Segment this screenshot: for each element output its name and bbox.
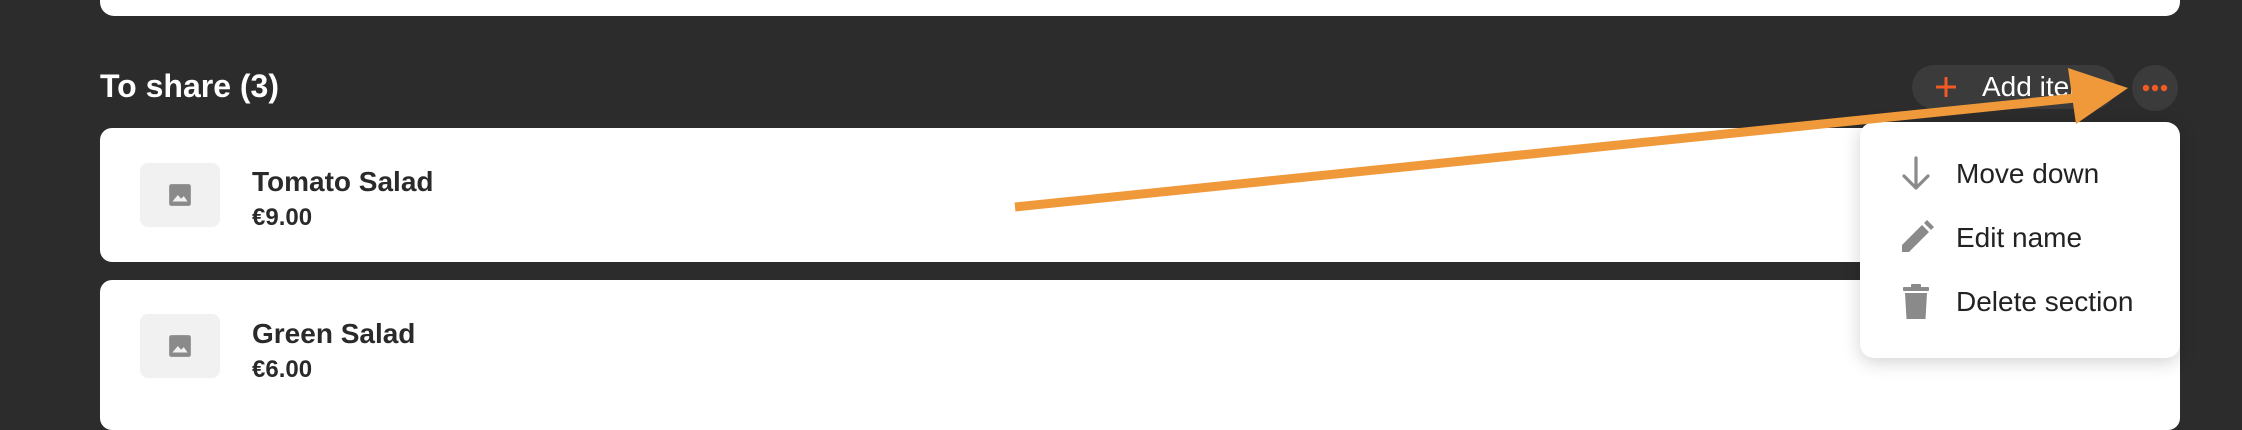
menu-item-move-down[interactable]: Move down <box>1860 146 2180 202</box>
item-price: €6.00 <box>252 356 313 383</box>
trash-icon <box>1896 282 1936 322</box>
menu-item-edit-name[interactable]: Edit name <box>1860 210 2180 266</box>
arrow-down-icon <box>1896 154 1936 194</box>
previous-section-card <box>100 0 2180 16</box>
list-item[interactable]: Tomato Salad €9.00 <box>100 128 2180 262</box>
pencil-icon <box>1896 218 1936 258</box>
item-thumbnail <box>140 314 220 378</box>
section-options-menu: Move down Edit name Delete section <box>1860 122 2180 358</box>
menu-item-label: Move down <box>1956 158 2100 189</box>
annotation-arrow <box>1014 68 2128 212</box>
menu-item-label: Delete section <box>1956 286 2134 317</box>
item-name: Green Salad <box>252 318 416 349</box>
image-placeholder-icon <box>169 184 191 206</box>
menu-item-label: Edit name <box>1956 222 2083 253</box>
plus-icon <box>1936 77 1956 97</box>
image-placeholder-icon <box>169 335 191 357</box>
item-thumbnail <box>140 163 220 227</box>
item-name: Tomato Salad <box>252 166 434 197</box>
section-title: To share (3) <box>100 68 279 104</box>
menu-item-delete-section[interactable]: Delete section <box>1860 274 2180 330</box>
section-more-button[interactable] <box>2132 65 2178 111</box>
item-price: €9.00 <box>252 204 313 231</box>
ellipsis-icon <box>2142 84 2168 92</box>
list-item[interactable]: Green Salad €6.00 <box>100 280 2180 430</box>
